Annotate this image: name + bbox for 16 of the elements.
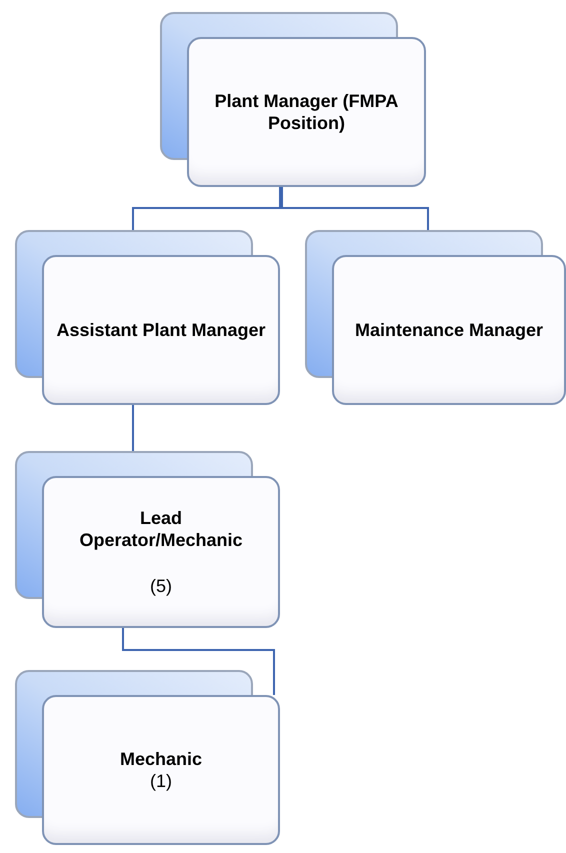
connector-line	[132, 405, 134, 451]
stacked-card	[305, 230, 566, 405]
headcount: (5)	[150, 575, 172, 597]
stacked-card	[15, 230, 280, 405]
role-title: Plant Manager (FMPA Position)	[214, 90, 400, 134]
connector-line	[122, 628, 275, 695]
stacked-card	[15, 451, 280, 628]
stacked-card	[15, 670, 280, 845]
stacked-card	[160, 12, 426, 187]
headcount: (1)	[150, 770, 172, 792]
connector-line	[132, 187, 281, 230]
role-title: Maintenance Manager	[354, 319, 544, 341]
connector-line	[281, 187, 429, 230]
role-title: Assistant Plant Manager	[56, 319, 266, 341]
role-title: Mechanic	[120, 748, 202, 770]
role-title: Lead Operator/Mechanic	[78, 507, 244, 551]
